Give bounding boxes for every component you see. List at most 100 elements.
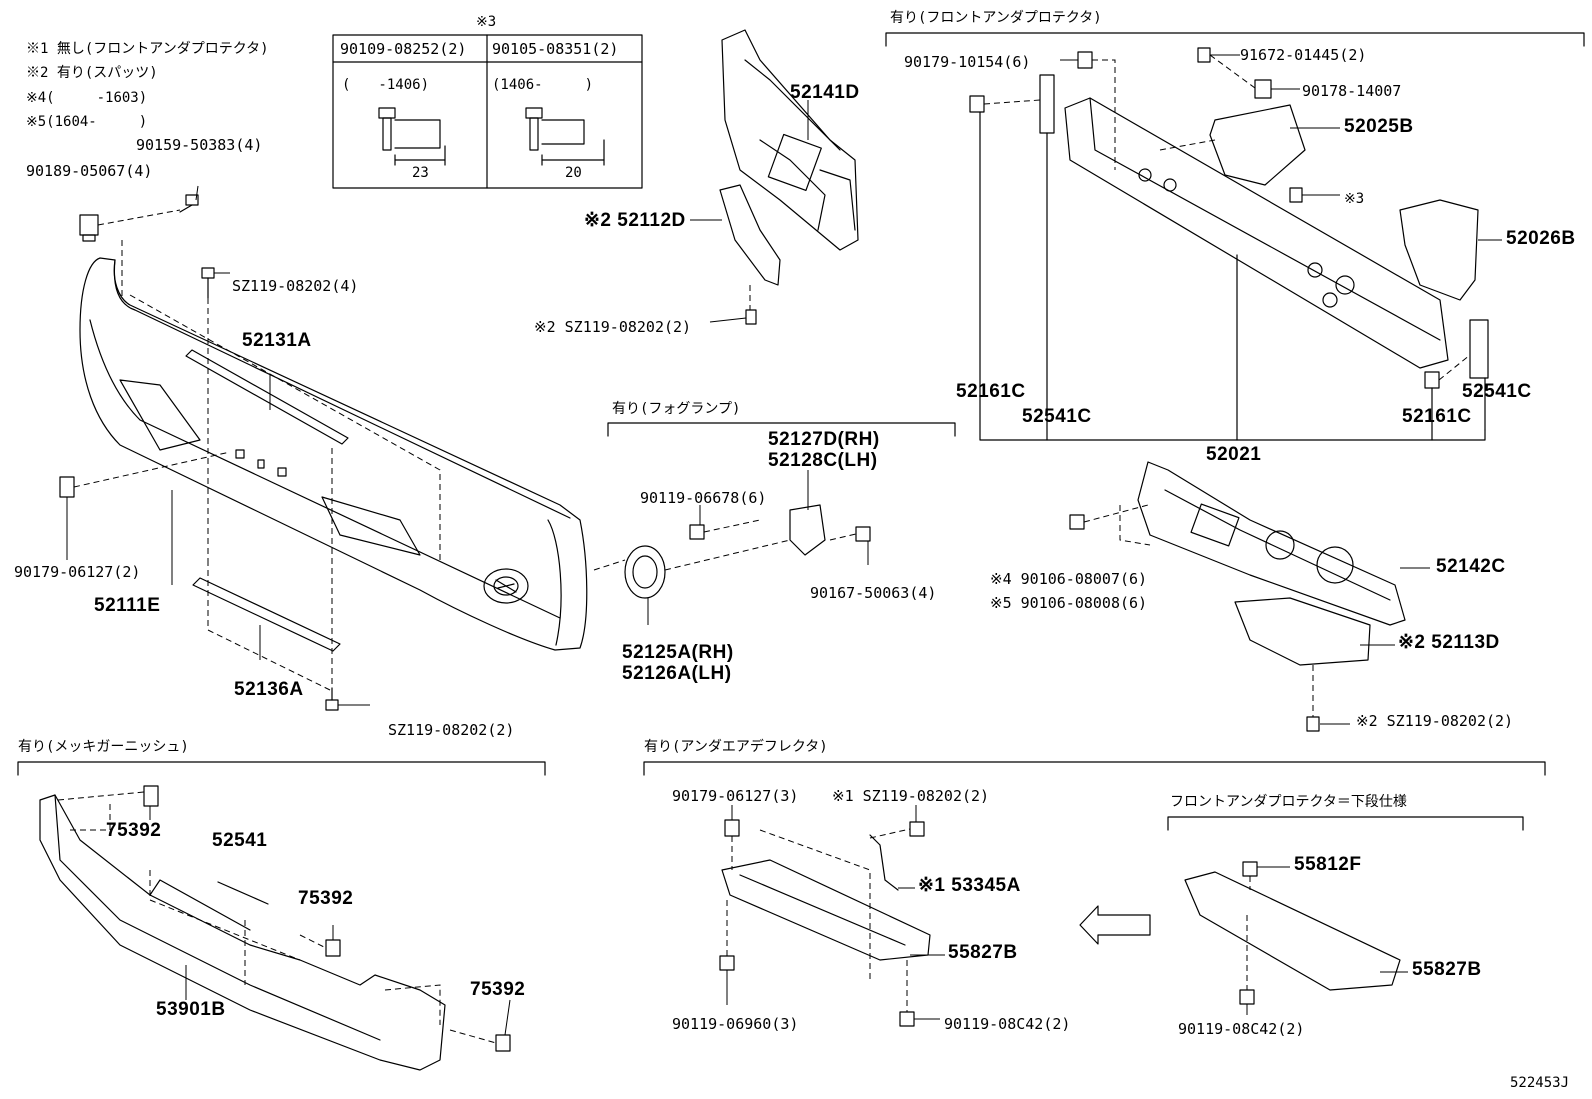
- bolt-SZ119-e: [909, 821, 925, 837]
- bolt-SZ119-a: [201, 267, 215, 279]
- bracket-under-air-deflector: [643, 761, 1546, 776]
- strip-52136A: [192, 577, 341, 652]
- label-note-3-bolt: ※3: [1344, 191, 1365, 207]
- pad-52541C-left: [1039, 74, 1055, 134]
- group-plated-garnish: 有り(メッキガーニッシュ): [18, 739, 189, 755]
- group-lower-spec: フロントアンダプロテクタ＝下段仕様: [1170, 794, 1407, 810]
- note-4: ※4( -1603): [26, 90, 148, 106]
- label-90189-05067: 90189-05067(4): [26, 162, 153, 180]
- bolt-90106: [1069, 514, 1085, 530]
- bolt-90119-08C42-b: [1239, 989, 1255, 1005]
- label-SZ119-08202-spat-left: ※2 SZ119-08202(2): [534, 318, 692, 336]
- spat-52112D: [719, 184, 781, 286]
- label-53901B: 53901B: [156, 999, 226, 1020]
- clip-75392-a: [143, 785, 159, 807]
- figure-id: 522453J: [1510, 1075, 1570, 1091]
- label-90106-08007: ※4 90106-08007(6): [990, 570, 1148, 588]
- bolt-SZ119-d: [1306, 716, 1320, 732]
- label-53345A: ※1 53345A: [918, 875, 1021, 896]
- label-52025B: 52025B: [1344, 116, 1414, 137]
- nut-90179-10154: [1077, 51, 1093, 69]
- label-SZ119-08202-spat-right: ※2 SZ119-08202(2): [1356, 712, 1514, 730]
- bolt-table-length-1: 23: [412, 165, 429, 181]
- bolt-SZ119-c: [745, 309, 757, 325]
- deflector-55827B-a: [721, 859, 931, 961]
- clip-52161C-right: [1424, 371, 1440, 389]
- group-front-under-protector: 有り(フロントアンダプロテクタ): [890, 10, 1102, 26]
- bracket-53345A: [869, 834, 899, 891]
- label-52128C: 52128C(LH): [768, 450, 878, 471]
- label-52125A: 52125A(RH): [622, 642, 734, 663]
- strip-52541: [217, 881, 269, 905]
- label-52127D: 52127D(RH): [768, 429, 880, 450]
- bolt-90119-06678: [689, 524, 705, 540]
- bolt-91672: [1197, 47, 1211, 63]
- label-90179-06127-2: 90179-06127(2): [14, 563, 141, 581]
- label-55812F: 55812F: [1294, 854, 1362, 875]
- clip-75392-b: [325, 939, 341, 957]
- label-75392-c: 75392: [470, 979, 526, 1000]
- label-90179-10154: 90179-10154(6): [904, 53, 1031, 71]
- bolt-90167: [855, 526, 871, 542]
- clip-90179-a: [59, 476, 75, 498]
- reinforcement-52021: [1064, 97, 1449, 369]
- label-52541C-right: 52541C: [1462, 381, 1532, 402]
- group-fog-lamp: 有り(フォグランプ): [612, 401, 741, 417]
- bracket-front-under-protector: [885, 32, 1585, 47]
- bracket-55812F: [1242, 861, 1258, 877]
- label-52021: 52021: [1206, 444, 1262, 465]
- bracket-52141D: [721, 29, 859, 251]
- label-52026B: 52026B: [1506, 228, 1576, 249]
- label-90119-06960: 90119-06960(3): [672, 1015, 799, 1033]
- label-SZ119-08202-deflector: ※1 SZ119-08202(2): [832, 787, 990, 805]
- label-90106-08008: ※5 90106-08008(6): [990, 594, 1148, 612]
- clip-90179-06127-b: [724, 819, 740, 837]
- bolt-table-title: ※3: [476, 14, 497, 30]
- label-52141D: 52141D: [790, 82, 860, 103]
- bolt-table-range-2: (1406- ): [492, 77, 594, 93]
- fog-ring-52125A: [624, 545, 666, 599]
- label-90119-06678: 90119-06678(6): [640, 489, 767, 507]
- label-75392-b: 75392: [298, 888, 354, 909]
- label-52541: 52541: [212, 830, 268, 851]
- label-52126A: 52126A(LH): [622, 663, 732, 684]
- label-90119-08C42-a: 90119-08C42(2): [944, 1015, 1071, 1033]
- label-55827B-a: 55827B: [948, 942, 1018, 963]
- bolt-SZ119-b: [325, 699, 339, 711]
- note-1: ※1 無し(フロントアンダプロテクタ): [26, 41, 269, 57]
- label-90178-14007: 90178-14007: [1302, 82, 1402, 100]
- bracket-52142C: [1137, 461, 1406, 626]
- bolt-90119-06960: [719, 955, 735, 971]
- label-52136A: 52136A: [234, 679, 304, 700]
- bracket-52025B: [1209, 104, 1306, 186]
- fog-lamp-52127D: [789, 504, 826, 556]
- bolt-table-header-1: 90109-08252(2): [340, 40, 467, 58]
- clip-52161C-left: [969, 95, 985, 113]
- bolt-table-header-2: 90105-08351(2): [492, 40, 619, 58]
- label-90159-50383: 90159-50383(4): [136, 136, 263, 154]
- clip-90189: [79, 214, 99, 236]
- label-52131A: 52131A: [242, 330, 312, 351]
- bolt-90159: [185, 194, 199, 206]
- label-55827B-b: 55827B: [1412, 959, 1482, 980]
- bracket-fog-lamp: [607, 422, 956, 437]
- label-52161C-left: 52161C: [956, 381, 1026, 402]
- bracket-52026B: [1399, 199, 1479, 301]
- bolt-table-length-2: 20: [565, 165, 582, 181]
- label-90119-08C42-b: 90119-08C42(2): [1178, 1020, 1305, 1038]
- note-5: ※5(1604- ): [26, 114, 148, 130]
- nut-90178: [1254, 79, 1272, 99]
- label-91672-01445: 91672-01445(2): [1240, 46, 1367, 64]
- front-bumper-drawing: [79, 257, 588, 651]
- garnish-53901B: [39, 794, 446, 1071]
- label-52142C: 52142C: [1436, 556, 1506, 577]
- bolt-90119-08C42-a: [899, 1011, 915, 1027]
- pad-52541C-right: [1469, 319, 1489, 379]
- bolt-table-range-1: ( -1406): [342, 77, 430, 93]
- label-90179-06127-3: 90179-06127(3): [672, 787, 799, 805]
- bolt-table-frame: [332, 34, 643, 189]
- label-SZ119-08202-4: SZ119-08202(4): [232, 277, 359, 295]
- label-52161C-right: 52161C: [1402, 406, 1472, 427]
- clip-75392-c: [495, 1034, 511, 1052]
